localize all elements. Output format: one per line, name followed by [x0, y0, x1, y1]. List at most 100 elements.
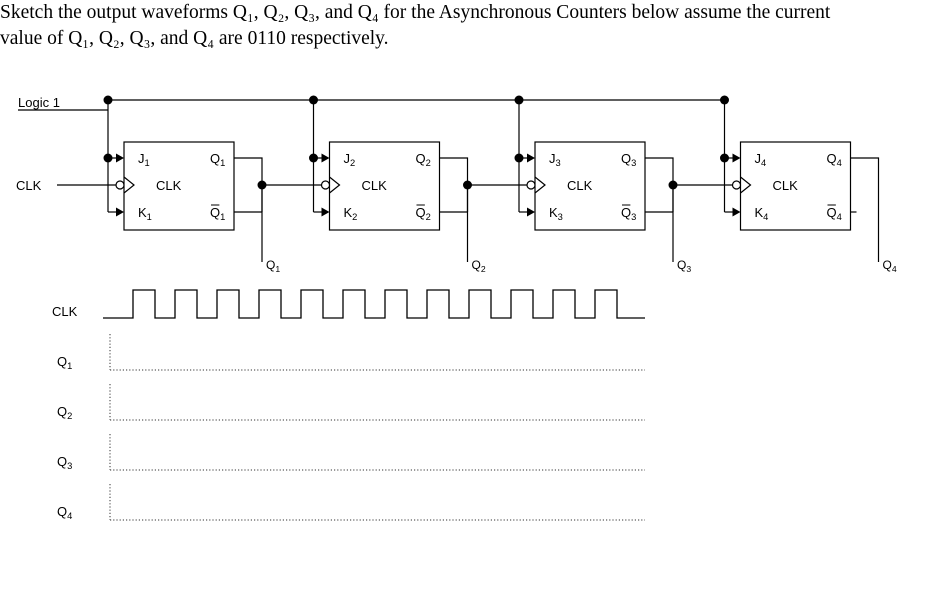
- clock-inversion-bubble-icon: [731, 180, 742, 190]
- clock-inversion-bubble-icon: [320, 180, 331, 190]
- jk-flipflop-box: [739, 141, 852, 231]
- k-arrow-icon: [321, 207, 330, 217]
- k-label-subscript: 4: [763, 212, 768, 222]
- question-line-1: Sketch the output waveforms Q₁, Q₂, Q₃, …: [0, 2, 831, 23]
- q-output-wire: [234, 157, 263, 262]
- j-label: J2: [344, 151, 356, 168]
- logic-1-label: Logic 1: [18, 95, 60, 110]
- q-label: Q1: [210, 151, 225, 168]
- k-label-subscript: 1: [147, 212, 152, 222]
- q-output-label-subscript: 4: [892, 264, 897, 274]
- q-label-main: Q: [827, 151, 837, 166]
- q-bar-label-main: Q: [621, 205, 631, 220]
- timing-row-label: Q2: [57, 404, 72, 421]
- q-label-subscript: 4: [837, 158, 842, 168]
- q-label-subscript: 1: [220, 158, 225, 168]
- timing-row-label: Q4: [57, 504, 72, 521]
- j-label-subscript: 4: [761, 158, 766, 168]
- q-output-label-subscript: 3: [686, 264, 691, 274]
- q-bar-label: Q2: [416, 205, 431, 222]
- j-label: J1: [138, 151, 150, 168]
- q-label-subscript: 3: [631, 158, 636, 168]
- timing-row-q3: Q3: [57, 434, 645, 471]
- clk-label: CLK: [567, 178, 593, 193]
- q-output-label-subscript: 2: [481, 264, 486, 274]
- j-arrow-icon: [527, 153, 535, 163]
- k-label-subscript: 2: [352, 212, 357, 222]
- q-bar-label-main: Q: [210, 205, 220, 220]
- timing-row-q1: Q1: [57, 334, 645, 371]
- timing-row-label-main: Q: [57, 454, 67, 469]
- q-bar-label-main: Q: [416, 205, 426, 220]
- k-arrow-icon: [116, 207, 124, 217]
- q-output-wire: [850, 157, 880, 262]
- q-output-wire: [439, 157, 469, 262]
- jk-flipflop-box: [123, 141, 235, 231]
- timing-row-label-main: Q: [57, 404, 67, 419]
- q-bar-label-subscript: 3: [631, 212, 636, 222]
- k-label-main: K: [755, 205, 764, 220]
- timing-row-label-subscript: 2: [67, 411, 72, 421]
- q-label-main: Q: [621, 151, 631, 166]
- j-arrow-icon: [116, 153, 124, 163]
- question-text: Sketch the output waveforms Q₁, Q₂, Q₃, …: [0, 0, 950, 52]
- logic-1-junction-dot: [720, 95, 729, 105]
- k-label-main: K: [344, 205, 353, 220]
- q-bar-label: Q1: [210, 205, 225, 222]
- question-line-2: value of Q₁, Q₂, Q₃, and Q₄ are 0110 res…: [0, 28, 389, 49]
- j-label-main: J: [344, 151, 351, 166]
- timing-row-label: Q3: [57, 454, 72, 471]
- clock-edge-triangle-icon: [123, 176, 135, 194]
- clock-waveform: [103, 289, 645, 319]
- q-bar-label-subscript: 1: [220, 212, 225, 222]
- q-bar-label-subscript: 4: [837, 212, 842, 222]
- timing-row-label-subscript: 4: [67, 511, 72, 521]
- k-label: K3: [549, 205, 563, 222]
- timing-row-label-main: Q: [57, 354, 67, 369]
- q-bar-to-next-clock-wire: [672, 184, 733, 212]
- q-bar-to-next-clock-wire: [466, 184, 527, 212]
- timing-row-q2: Q2: [57, 384, 645, 421]
- jk-flipflop-box: [328, 141, 441, 231]
- timing-row-label-main: Q: [57, 504, 67, 519]
- q-output-label-main: Q: [472, 258, 481, 272]
- q-label-main: Q: [416, 151, 426, 166]
- q-output-label-main: Q: [883, 258, 892, 272]
- clock-edge-triangle-icon: [534, 176, 546, 194]
- q-output-label: Q2: [472, 258, 486, 274]
- j-arrow-icon: [321, 153, 330, 163]
- j-label-main: J: [138, 151, 145, 166]
- clk-label: CLK: [156, 178, 182, 193]
- j-label-subscript: 3: [556, 158, 561, 168]
- q-label: Q4: [827, 151, 842, 168]
- j-label-main: J: [549, 151, 556, 166]
- q-bar-label-subscript: 2: [426, 212, 431, 222]
- clk-label: CLK: [773, 178, 799, 193]
- q-output-label-main: Q: [677, 258, 686, 272]
- clock-inversion-bubble-icon: [526, 180, 536, 190]
- clk-label: CLK: [362, 178, 388, 193]
- q-bar-junction-dot: [463, 180, 472, 190]
- q-bar-label: Q4: [827, 205, 842, 222]
- q-label: Q3: [621, 151, 636, 168]
- q-output-label: Q4: [883, 258, 897, 274]
- q-label: Q2: [416, 151, 431, 168]
- clock-edge-triangle-icon: [329, 176, 341, 194]
- k-label-main: K: [138, 205, 147, 220]
- q-label-subscript: 2: [426, 158, 431, 168]
- timing-row-label-subscript: 3: [67, 461, 72, 471]
- q-bar-to-next-clock-wire: [261, 184, 322, 212]
- k-label: K1: [138, 205, 152, 222]
- timing-row-label-subscript: 1: [67, 361, 72, 371]
- j-label-subscript: 2: [350, 158, 355, 168]
- q-output-wire: [645, 157, 674, 262]
- clk-input-label: CLK: [16, 178, 42, 193]
- logic-1-junction-dot: [514, 95, 524, 105]
- j-label-subscript: 1: [145, 158, 150, 168]
- k-arrow-icon: [527, 207, 535, 217]
- logic-1-junction-dot: [103, 95, 113, 105]
